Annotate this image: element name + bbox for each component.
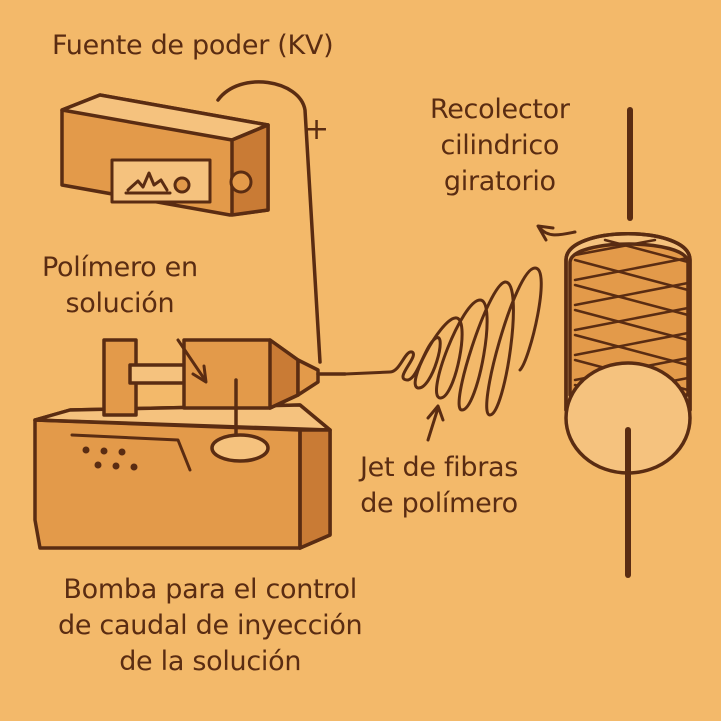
polymer-solution-label: Polímero en solución — [42, 252, 198, 319]
fiber-jet-label: Jet de fibras de polímero — [360, 452, 519, 519]
rotating-collector — [564, 107, 692, 578]
fiber-jet — [343, 266, 543, 417]
pointer-arrows — [176, 224, 577, 442]
knob-icon — [229, 170, 253, 194]
power-supply-label: Fuente de poder (KV) — [52, 30, 334, 61]
syringe-pump — [33, 338, 347, 550]
pump-label: Bomba para el control de caudal de inyec… — [58, 574, 363, 677]
collector-label: Recolector cilindrico giratorio — [430, 94, 570, 197]
voltage-display-icon — [124, 171, 172, 195]
knob-icon — [173, 176, 191, 194]
power-supply — [60, 93, 270, 217]
high-voltage-wire — [216, 80, 322, 364]
positive-polarity-label: + — [304, 112, 330, 147]
control-dots-icon — [82, 446, 138, 471]
